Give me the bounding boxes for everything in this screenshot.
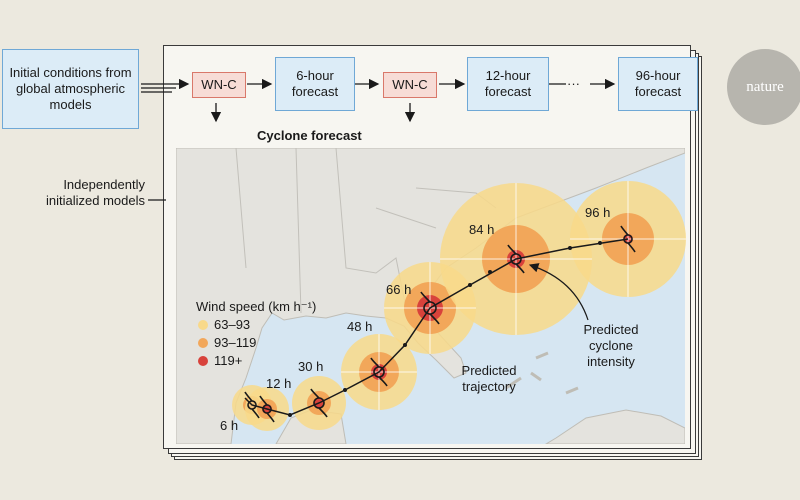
time-label-96h: 96 h (585, 205, 611, 220)
intensity-annotation: Predicted cyclone intensity (583, 322, 639, 369)
forecast-12h-box: 12-hour forecast (467, 57, 549, 111)
initial-conditions-text: Initial conditions from global atmospher… (9, 65, 132, 112)
forecast-96h-box: 96-hour forecast (618, 57, 698, 111)
legend-swatch-63-93 (198, 320, 208, 330)
forecast-12h-label: 12-hour forecast (484, 68, 532, 99)
wnc-model-box-2: WN-C (383, 72, 437, 98)
intensity-arrow (528, 263, 589, 321)
forecast-6h-label: 6-hour forecast (291, 68, 339, 99)
independent-models-label: Independently initialized models (46, 177, 145, 208)
cyclone-icon-48h (370, 357, 388, 387)
bahamas-islands (505, 351, 579, 395)
cyclone-icon-66h (420, 291, 440, 325)
wnc-model-box-1: WN-C (192, 72, 246, 98)
initial-conditions-box: Initial conditions from global atmospher… (2, 49, 139, 129)
cyclone-icon-30h (310, 388, 328, 418)
cyclone-icon-12h (259, 395, 275, 423)
forecast-96h-label: 96-hour forecast (634, 68, 682, 99)
state-borders (235, 148, 497, 314)
time-label-66h: 66 h (386, 282, 412, 297)
time-label-12h: 12 h (266, 376, 292, 391)
predicted-trajectory-line (244, 238, 629, 416)
cyclone-symbols (244, 225, 636, 423)
nature-logo: nature (727, 49, 800, 125)
legend-swatch-93-119 (198, 338, 208, 348)
legend-title: Wind speed (km h⁻¹) (196, 299, 317, 314)
cyclone-icon-84h (507, 244, 525, 274)
cuba-land (545, 409, 685, 444)
cyclone-icon-6h (244, 391, 260, 419)
legend-swatch-119 (198, 356, 208, 366)
legend-label-119: 119+ (214, 353, 243, 368)
forecast-6h-box: 6-hour forecast (275, 57, 355, 111)
trajectory-annotation: Predicted trajectory (461, 363, 517, 394)
time-label-48h: 48 h (347, 319, 373, 334)
time-label-6h: 6 h (220, 418, 239, 433)
time-label-30h: 30 h (298, 359, 324, 374)
legend-label-63-93: 63–93 (214, 317, 251, 332)
trajectory-points (288, 241, 602, 417)
cyclone-forecast-title: Cyclone forecast (257, 128, 362, 143)
wnc-model-label-2: WN-C (392, 77, 428, 92)
time-label-84h: 84 h (469, 222, 495, 237)
legend-label-93-119: 93–119 (214, 335, 257, 350)
cyclone-icon-96h (620, 225, 636, 253)
flow-ellipsis: ··· (567, 76, 580, 91)
wnc-model-label-1: WN-C (201, 77, 237, 92)
